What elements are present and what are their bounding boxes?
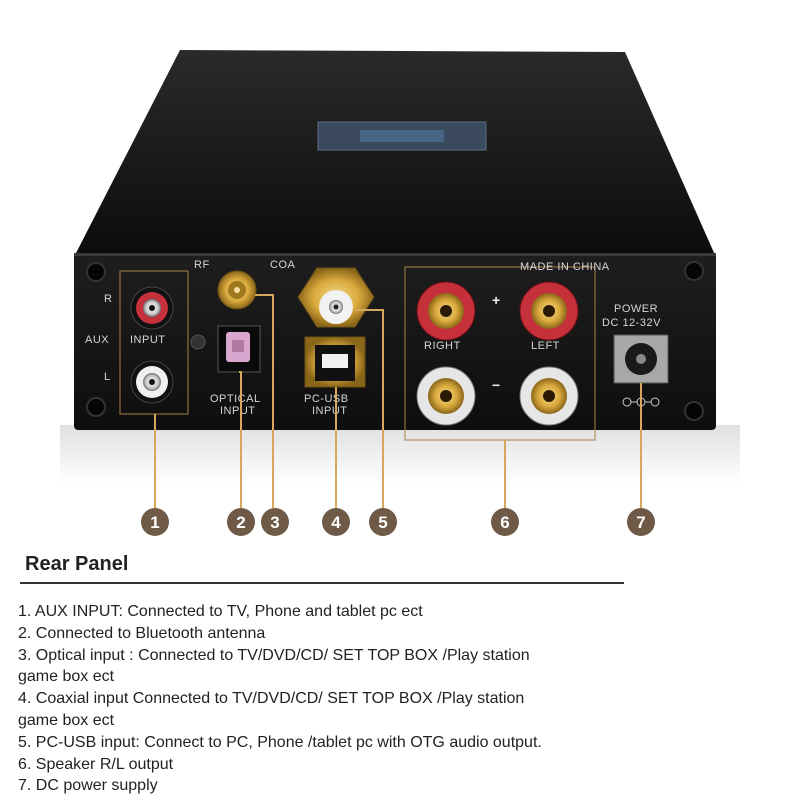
optical-label-line1: OPTICAL (210, 393, 261, 405)
amplifier-photo: R AUX INPUT L RF OPTICAL INPUT COA (60, 50, 740, 536)
speaker-right-positive-post (416, 281, 476, 341)
list-item: 5. PC-USB input: Connect to PC, Phone /t… (18, 733, 542, 751)
rf-antenna-connector (217, 270, 257, 310)
chassis-top (75, 50, 715, 255)
pcusb-label-line1: PC-USB (304, 393, 349, 405)
callout-marker-2: 2 (227, 508, 255, 536)
callout-number-1: 1 (150, 513, 159, 532)
list-item: 7. DC power supply (18, 777, 158, 795)
rf-label: RF (194, 259, 210, 271)
list-item: 6. Speaker R/L output (18, 755, 174, 773)
panel-screw-br (684, 401, 704, 421)
floor-shadow (60, 425, 740, 485)
list-item: 2. Connected to Bluetooth antenna (18, 624, 266, 642)
speaker-minus-label: − (492, 377, 500, 393)
dc-power-jack (613, 334, 669, 384)
coa-label: COA (270, 259, 296, 271)
aux-r-jack (130, 286, 174, 330)
aux-input-label: INPUT (130, 334, 166, 346)
speaker-box (404, 266, 596, 441)
aux-r-label: R (104, 293, 112, 305)
list-item: game box ect (18, 668, 115, 686)
panel-screw-tl (86, 262, 106, 282)
callout-number-3: 3 (270, 513, 279, 532)
panel-screw-small (190, 334, 206, 350)
speaker-right-negative-post (416, 366, 476, 426)
callout-marker-6: 6 (491, 508, 519, 536)
coaxial-input-jack (297, 267, 375, 328)
aux-l-jack (130, 360, 174, 404)
list-item: game box ect (18, 711, 115, 729)
callout-number-6: 6 (500, 513, 509, 532)
callout-marker-5: 5 (369, 508, 397, 536)
callout-marker-7: 7 (627, 508, 655, 536)
pcusb-label-line2: INPUT (312, 405, 348, 417)
speaker-right-label: RIGHT (424, 340, 461, 352)
power-label: POWER (614, 303, 658, 315)
callout-marker-3: 3 (261, 508, 289, 536)
speaker-plus-label: + (492, 292, 500, 308)
list-item: 4. Coaxial input Connected to TV/DVD/CD/… (18, 690, 525, 708)
callout-marker-1: 1 (141, 508, 169, 536)
panel-screw-bl (86, 397, 106, 417)
title-underline (20, 582, 624, 584)
callout-number-2: 2 (236, 513, 245, 532)
pc-usb-port (304, 336, 366, 388)
callout-number-7: 7 (636, 513, 645, 532)
speaker-left-label: LEFT (531, 340, 560, 352)
made-in-label: MADE IN CHINA (520, 261, 610, 273)
description-list: 1. AUX INPUT: Connected to TV, Phone and… (18, 601, 788, 797)
callout-marker-4: 4 (322, 508, 350, 536)
callout-number-4: 4 (331, 513, 341, 532)
speaker-left-positive-post (519, 281, 579, 341)
aux-l-label: L (104, 371, 111, 383)
list-item: 1. AUX INPUT: Connected to TV, Phone and… (18, 603, 423, 620)
optical-input-port (217, 325, 261, 373)
speaker-left-negative-post (519, 366, 579, 426)
optical-label-line2: INPUT (220, 405, 256, 417)
list-item: 3. Optical input : Connected to TV/DVD/C… (18, 646, 530, 664)
leader-lines (154, 294, 642, 508)
aux-label: AUX (85, 334, 109, 346)
dc-rating-label: DC 12-32V (602, 317, 661, 329)
section-title: Rear Panel (25, 553, 129, 575)
panel-screw-tr (684, 261, 704, 281)
callout-number-5: 5 (378, 513, 387, 532)
